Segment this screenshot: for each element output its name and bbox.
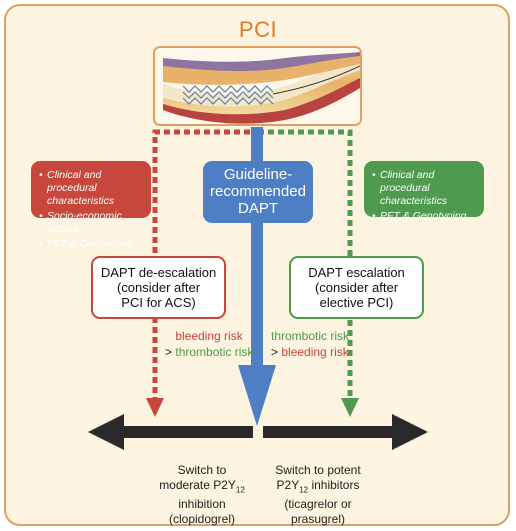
right-switch-caption: Switch to potent P2Y12 inhibitors (ticag… — [262, 463, 374, 527]
caption-text: P2Y — [276, 478, 300, 492]
dapt-line: Guideline- — [223, 166, 293, 183]
caption-line: inhibition — [178, 497, 226, 512]
right-risk-operator: > — [271, 345, 279, 359]
right-switch-shaft — [263, 426, 398, 438]
left-factor-item: Socio-economic factors — [39, 210, 145, 236]
caption-line: Switch to — [177, 463, 227, 477]
deescalation-line: PCI for ACS) — [121, 295, 196, 310]
deescalation-line: (consider after — [116, 280, 201, 295]
left-risk-operator: > — [165, 345, 173, 359]
caption-subscript: 12 — [235, 485, 245, 495]
dapt-line: DAPT — [237, 200, 278, 217]
left-switch-caption: Switch to moderate P2Y12 inhibition (clo… — [148, 463, 256, 527]
caption-subscript: 12 — [299, 485, 309, 495]
caption-text: moderate P2Y — [159, 478, 236, 492]
caption-line: Switch to potent — [275, 463, 361, 477]
red-arrowhead — [146, 398, 164, 417]
blue-arrowhead — [238, 365, 276, 426]
deescalation-title: DAPT de-escalation — [100, 265, 217, 280]
left-switch-arrowhead — [88, 414, 124, 450]
left-risk-second: thrombotic risk — [175, 345, 254, 359]
left-factors-box: Clinical and procedural characteristics … — [31, 161, 151, 251]
dapt-deescalation-box: DAPT de-escalation (consider after PCI f… — [91, 256, 226, 319]
right-factor-item: Clinical and procedural characteristics — [372, 169, 478, 208]
green-arrowhead — [341, 398, 359, 417]
green-dashed-connector — [258, 129, 353, 398]
right-risk-comparison: thrombotic risk > bleeding risk — [271, 328, 349, 360]
left-risk-first: bleeding risk — [175, 329, 243, 343]
left-risk-comparison: > bleeding risk > thrombotic risk — [165, 328, 253, 360]
right-factor-item: PFT & Genotyping — [372, 210, 478, 223]
caption-text: inhibitors — [308, 478, 360, 492]
left-factor-item: Clinical and procedural characteristics — [39, 169, 145, 208]
right-risk-second: bleeding risk — [281, 345, 349, 359]
caption-line: prasugrel) — [290, 512, 346, 527]
right-switch-arrowhead — [392, 414, 428, 450]
right-risk-first: thrombotic risk — [271, 329, 350, 343]
stent-illustration — [153, 46, 362, 126]
guideline-dapt-box: Guideline- recommended DAPT — [203, 161, 313, 223]
dapt-escalation-box: DAPT escalation (consider after elective… — [289, 256, 424, 319]
right-factors-box: Clinical and procedural characteristics … — [364, 161, 484, 223]
diagram-title: PCI — [238, 17, 278, 42]
left-factor-item: PFT & Genotyping — [39, 238, 145, 251]
dapt-line: recommended — [210, 183, 306, 200]
escalation-title: DAPT escalation — [308, 265, 405, 280]
caption-line: (clopidogrel) — [168, 512, 236, 527]
escalation-line: elective PCI) — [319, 295, 394, 310]
left-switch-shaft — [118, 426, 253, 438]
caption-line: (ticagrelor or — [284, 497, 352, 512]
escalation-line: (consider after — [314, 280, 399, 295]
stented-artery-image — [163, 52, 360, 124]
